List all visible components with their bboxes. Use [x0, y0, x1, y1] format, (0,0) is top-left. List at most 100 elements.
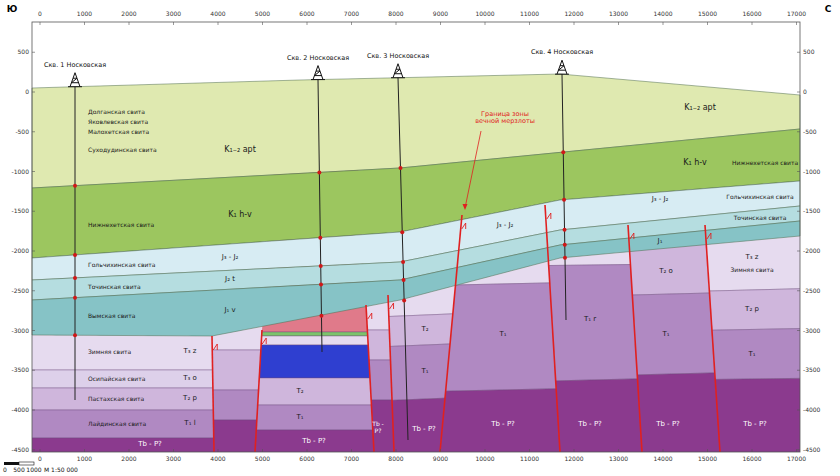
distance-tick: 5000 — [255, 11, 270, 18]
suite-name: Малохетская свита — [88, 129, 149, 136]
layer-index: T₁ — [421, 368, 428, 376]
layer-index: Tb - P? — [491, 421, 515, 429]
well-marker — [563, 228, 567, 232]
layer-index: K₁ h-v — [683, 159, 706, 168]
suite-name: Яковлевская свита — [88, 119, 148, 126]
suite-name: Лайдинская свита — [88, 421, 146, 428]
distance-tick: 9000 — [433, 11, 448, 18]
triassic-layer — [670, 378, 830, 452]
scale-value: 500 — [13, 467, 24, 474]
distance-tick: 2000 — [121, 11, 136, 18]
derrick-symbol — [311, 66, 325, 80]
distance-tick: 16000 — [742, 11, 761, 18]
scale-value: 1000 — [26, 467, 41, 474]
layer-index: T₃ z — [746, 254, 759, 262]
distance-tick: 1000 — [77, 456, 92, 463]
triassic-layer — [2, 438, 244, 452]
depth-tick: -2500 — [12, 287, 29, 294]
depth-tick: -2000 — [803, 248, 820, 255]
distance-tick: 3000 — [166, 456, 181, 463]
distance-tick: 10000 — [475, 11, 494, 18]
fault-arrow — [630, 233, 634, 239]
depth-tick: -3000 — [12, 327, 29, 334]
layer-index: T₃ o — [183, 375, 197, 383]
distance-tick: 2000 — [121, 456, 136, 463]
depth-tick: -1000 — [803, 168, 820, 175]
layer-index: Tb - P? — [578, 421, 602, 429]
well-bore — [75, 87, 76, 400]
suite-name: Точинская свита — [88, 284, 141, 291]
depth-tick: -2500 — [803, 287, 820, 294]
layer-index: T₂ p — [183, 395, 197, 403]
suite-name: Нижнехетская свита — [88, 222, 154, 229]
distance-tick: 13000 — [609, 11, 628, 18]
distance-tick: 10000 — [475, 456, 494, 463]
distance-tick: 14000 — [653, 11, 672, 18]
fault-line — [388, 295, 394, 452]
distance-tick: 0 — [38, 456, 42, 463]
well-marker — [73, 184, 77, 188]
leader-arrowhead — [463, 204, 468, 210]
well-marker — [73, 276, 77, 280]
section-drawing — [2, 22, 830, 465]
layer-index: T₃ z — [184, 348, 197, 356]
depth-tick: -1500 — [803, 208, 820, 215]
well-name: Скв. 1 Носковская — [44, 62, 106, 69]
fault-line — [366, 305, 374, 452]
well-marker — [562, 198, 566, 202]
scale-bar — [4, 462, 34, 465]
layer-index: Tb - P? — [412, 426, 436, 434]
depth-tick: -4500 — [803, 446, 820, 453]
depth-tick: -4000 — [12, 407, 29, 414]
fault-line — [255, 330, 262, 452]
depth-tick: 0 — [803, 89, 807, 96]
well — [311, 66, 325, 352]
layer-index: T₁ — [748, 351, 755, 359]
well-marker — [73, 253, 77, 257]
distance-tick: 8000 — [388, 456, 403, 463]
suite-name: Суходудинская свита — [88, 147, 157, 154]
suite-name: Зимняя свита — [730, 267, 773, 274]
distance-tick: 12000 — [564, 456, 583, 463]
derrick-symbol — [555, 60, 569, 74]
fault-arrow — [390, 303, 394, 309]
suite-name: Зимняя свита — [88, 349, 131, 356]
depth-tick: -4000 — [803, 407, 820, 414]
well-marker — [319, 282, 323, 286]
scale-value: 0 — [3, 467, 7, 474]
well — [555, 60, 569, 320]
layer-index: T₁ l — [184, 420, 195, 428]
section-frame — [32, 22, 800, 452]
depth-tick: -4500 — [12, 446, 29, 453]
distance-tick: 6000 — [299, 11, 314, 18]
distance-tick: 5000 — [255, 456, 270, 463]
layer-index: J₁ — [658, 238, 663, 246]
distance-tick: 11000 — [520, 11, 539, 18]
layer-index: J₃ - J₂ — [222, 254, 239, 262]
leader-line — [465, 131, 481, 208]
derrick-symbol — [391, 64, 405, 78]
depth-tick: -500 — [15, 128, 29, 135]
layer-index: K₁₋₂ apt — [224, 146, 256, 155]
layer-index: J₂ t — [225, 276, 235, 284]
direction-mark: Ю — [7, 5, 18, 15]
layer-index: Tb - P? — [302, 438, 326, 446]
suite-name: Вымская свита — [88, 313, 135, 320]
distance-tick: 11000 — [520, 456, 539, 463]
well-marker — [319, 264, 323, 268]
layer-index: Tb - P? — [743, 421, 767, 429]
well-marker — [401, 260, 405, 264]
well-marker — [317, 170, 321, 174]
fault-arrow — [213, 344, 217, 350]
depth-tick: -2000 — [12, 248, 29, 255]
depth-tick: -3500 — [12, 367, 29, 374]
distance-tick: 4000 — [210, 456, 225, 463]
well — [391, 64, 408, 440]
derrick-symbol — [68, 73, 82, 87]
fault-arrow — [262, 338, 266, 344]
depth-tick: -1500 — [12, 208, 29, 215]
suite-name: Пастахская свита — [88, 396, 144, 403]
well-bore — [318, 80, 322, 352]
depth-tick: 0 — [25, 89, 29, 96]
